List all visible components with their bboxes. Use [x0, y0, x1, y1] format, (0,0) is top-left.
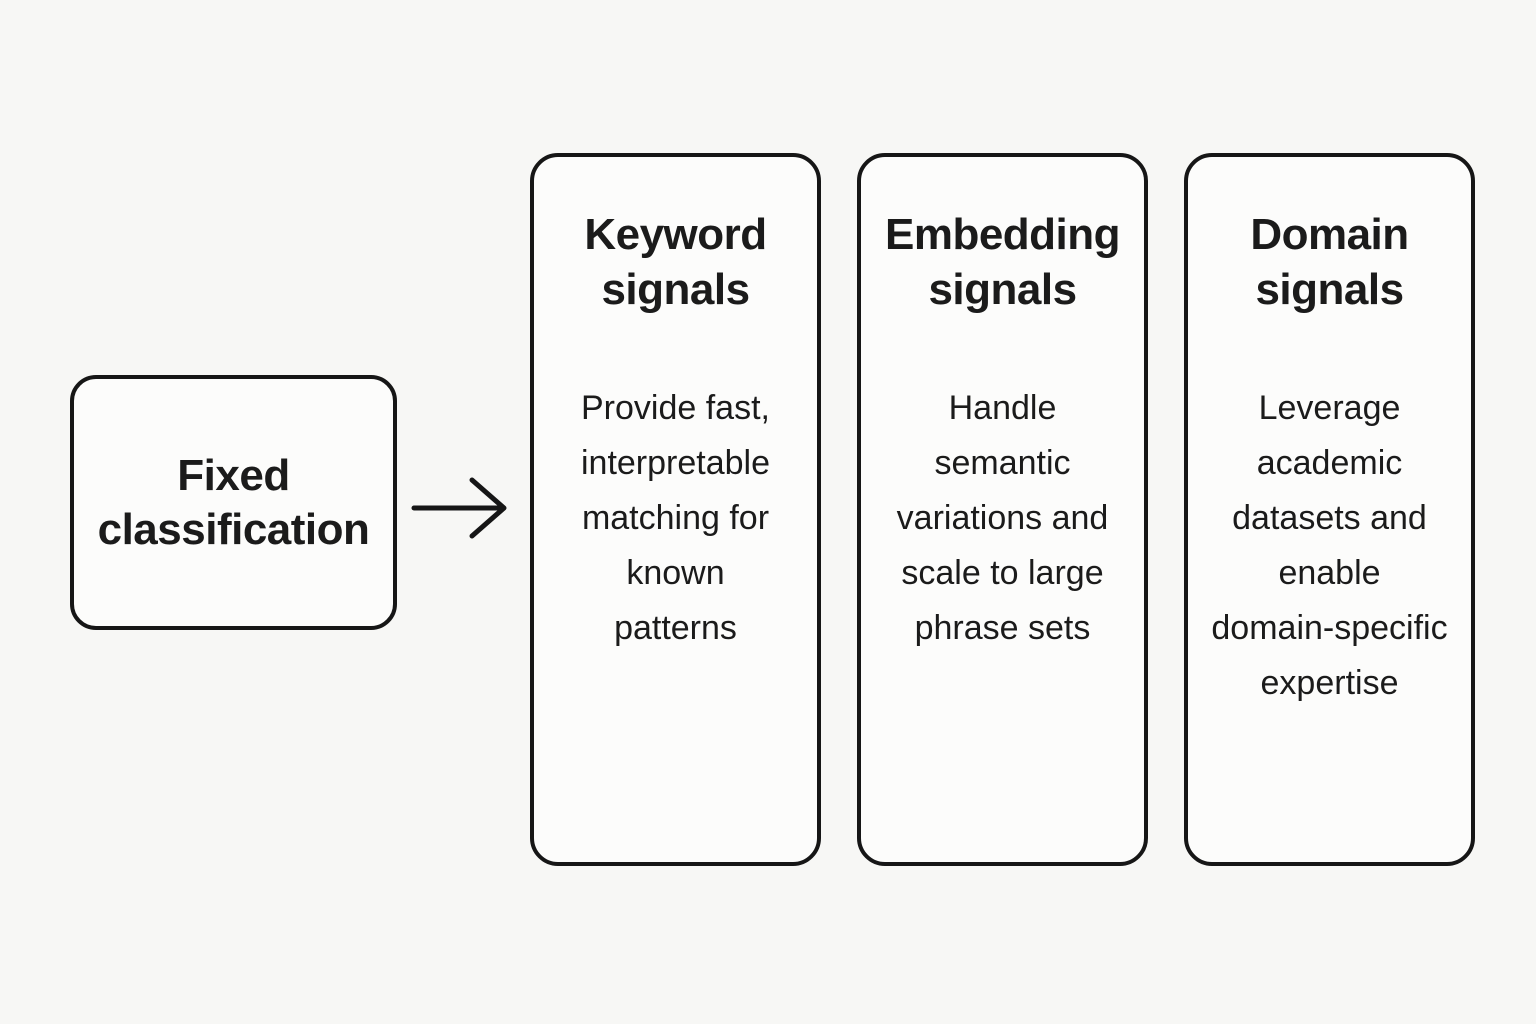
fixed-classification-label: Fixed classification — [97, 450, 370, 554]
embedding-signals-title: Embedding signals — [884, 210, 1121, 314]
keyword-signals-description: Provide fast, interpretable matching for… — [580, 389, 770, 647]
embedding-signals-description: Handle semantic variations and scale to … — [896, 389, 1109, 647]
domain-signals-card: Domain signals Leverage academic dataset… — [1184, 153, 1475, 866]
domain-signals-description: Leverage academic datasets and enable do… — [1211, 389, 1448, 702]
fixed-classification-box: Fixed classification — [70, 375, 397, 630]
embedding-signals-card: Embedding signals Handle semantic variat… — [857, 153, 1148, 866]
right-arrow-icon — [411, 477, 507, 539]
keyword-signals-title: Keyword signals — [584, 210, 767, 314]
keyword-signals-card: Keyword signals Provide fast, interpreta… — [530, 153, 821, 866]
domain-signals-title: Domain signals — [1250, 210, 1409, 314]
